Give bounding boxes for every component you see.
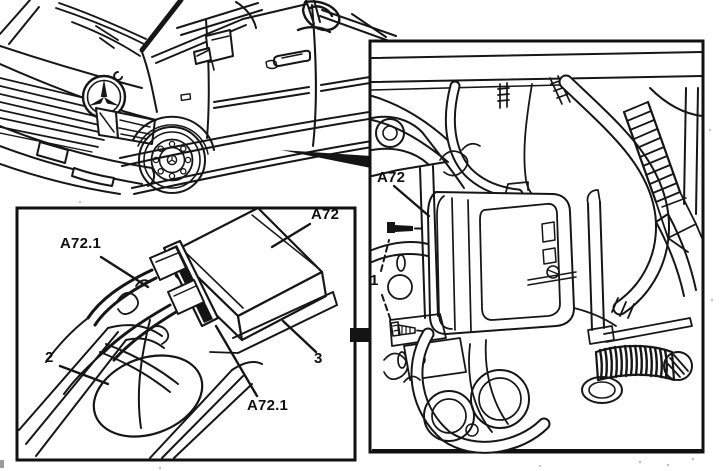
- label-detail-bracket: 3: [314, 350, 323, 367]
- location-leader-lines: [380, 184, 431, 322]
- label-location-bolts: 1: [370, 272, 379, 289]
- corrugated-tube: [622, 100, 703, 253]
- frame-rails: [18, 324, 263, 459]
- inset-connector-bar: [350, 328, 371, 342]
- mounting-bolt-lower: [390, 321, 424, 337]
- door-handle: [265, 49, 311, 70]
- crossmember-beam: [371, 51, 703, 91]
- right-frame: [649, 87, 703, 297]
- label-detail-connector-bottom: A72.1: [247, 397, 289, 414]
- front-wheel: [132, 115, 215, 194]
- label-detail-frame: 2: [45, 349, 54, 366]
- van-illustration: [0, 0, 397, 195]
- location-inset-drawing: [371, 51, 703, 454]
- detail-inset-drawing: [18, 206, 338, 459]
- front-bumper: [0, 125, 156, 195]
- side-mirror: [193, 29, 234, 71]
- pointer-wedge-arrow: [281, 150, 371, 168]
- body-side-lines: [119, 4, 395, 195]
- a-pillar: [139, 0, 184, 53]
- label-location-module: A72: [377, 169, 406, 186]
- coolant-hoses: [371, 74, 671, 319]
- mounting-bolt-upper: [387, 222, 423, 233]
- van-left-pillar: [0, 0, 40, 45]
- label-detail-connector-top: A72.1: [60, 235, 102, 252]
- label-detail-module: A72: [311, 206, 340, 223]
- connectors-and-wiring: [45, 246, 205, 429]
- window-sill-lines: [151, 0, 397, 64]
- panel-opening: [92, 354, 204, 438]
- bracket-plate: [209, 291, 338, 354]
- beam-studs: [497, 75, 571, 109]
- bottom-assembly: [383, 307, 617, 454]
- roof-gutter: [176, 2, 263, 36]
- heater-unit: [427, 142, 577, 335]
- location-inset: [368, 39, 705, 454]
- wiper-blades: [55, 2, 147, 57]
- exhaust-corrugated-tube: [581, 317, 693, 404]
- scan-speckles: [0, 128, 714, 470]
- detail-leader-lines: [58, 222, 318, 398]
